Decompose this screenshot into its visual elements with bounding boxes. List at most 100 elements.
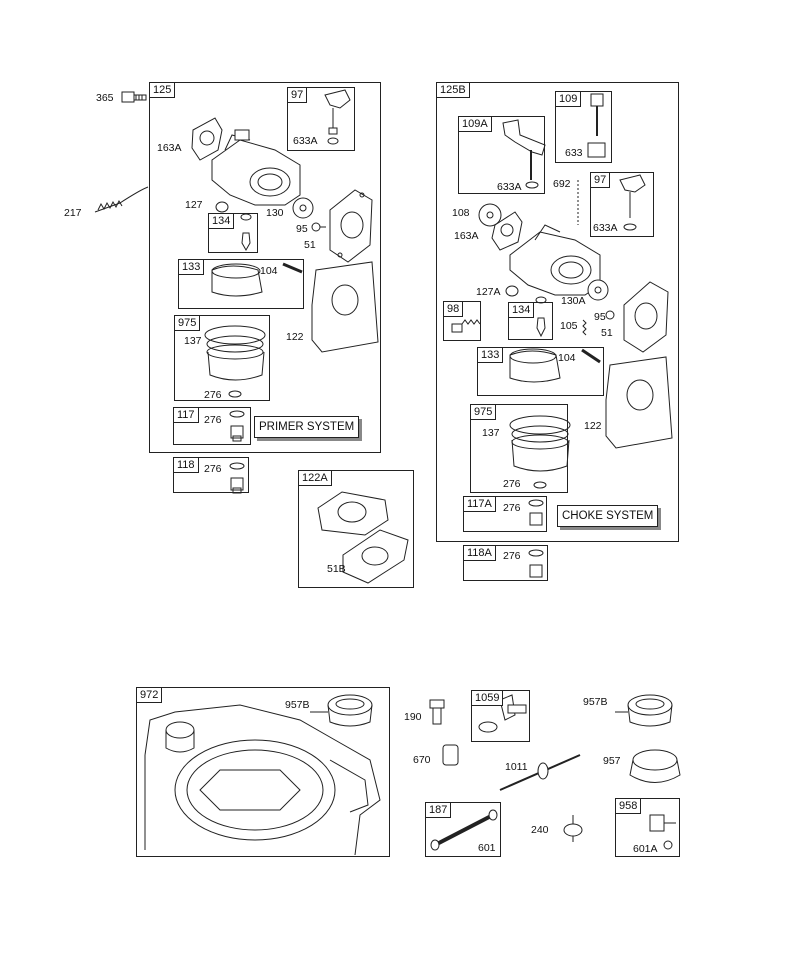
- callout-122: 122: [286, 331, 304, 343]
- disc-130A-part: [587, 279, 609, 301]
- callout-163A: 163A: [157, 142, 182, 154]
- filter-240-part: [563, 815, 583, 842]
- ref-tag-109A: 109A: [458, 116, 492, 132]
- callout-957B-b: 957B: [583, 696, 608, 708]
- ref-tag-125B: 125B: [436, 82, 470, 98]
- callout-163A-b: 163A: [454, 230, 479, 242]
- ref-tag-118A: 118A: [463, 545, 496, 561]
- pin-104-part-b: [581, 348, 601, 364]
- gasket-51B-part: [342, 529, 409, 584]
- choke-lever-97-part: [324, 89, 351, 145]
- ref-tag-117: 117: [173, 407, 199, 423]
- fuel-cap-957B-part-b: [615, 694, 673, 727]
- primer-assembly-box: [149, 82, 381, 453]
- callout-1011: 1011: [505, 761, 528, 773]
- screw-190-part: [429, 699, 445, 725]
- callout-51-b: 51: [601, 327, 613, 339]
- callout-137: 137: [184, 335, 202, 347]
- callout-601A: 601A: [633, 843, 658, 855]
- ref-tag-98: 98: [443, 301, 464, 317]
- callout-276-117A: 276: [503, 502, 521, 514]
- oring-127A-part: [505, 285, 519, 297]
- callout-633: 633: [565, 147, 583, 159]
- fuel-tank-972-part: [144, 704, 381, 856]
- ref-tag-109: 109: [555, 91, 582, 107]
- gasket-163A-part: [191, 117, 223, 161]
- screw-98-part: [451, 319, 481, 333]
- part-117-box: [173, 407, 251, 445]
- callout-105: 105: [560, 320, 578, 332]
- gasket-51-part: [329, 189, 373, 263]
- callout-692: 692: [553, 178, 571, 190]
- fuel-pipe-187-part: [430, 809, 498, 851]
- primer-system-label: PRIMER SYSTEM: [254, 416, 360, 438]
- ref-tag-97b: 97: [590, 172, 611, 188]
- bolt-1059-part: [478, 694, 527, 733]
- callout-108: 108: [452, 207, 470, 219]
- heat-shield-122-part-b: [605, 356, 673, 449]
- lever-109-part: [587, 93, 606, 158]
- callout-276-118: 276: [204, 463, 222, 475]
- ref-tag-97: 97: [287, 87, 308, 103]
- callout-633A: 633A: [293, 135, 318, 147]
- part-118A-box: [463, 545, 548, 581]
- part-97-box: [287, 87, 355, 151]
- ref-tag-134: 134: [208, 213, 235, 229]
- part-975b-box: [470, 404, 568, 493]
- disc-130-part: [292, 197, 314, 219]
- callout-122-b: 122: [584, 420, 602, 432]
- callout-51B: 51B: [327, 563, 346, 575]
- callout-137-b: 137: [482, 427, 500, 439]
- part-187-box: [425, 802, 501, 857]
- callout-957B: 957B: [285, 699, 310, 711]
- screw-95-part-b: [605, 310, 615, 320]
- fuel-cap-957B-part: [310, 694, 373, 727]
- part-133b-box: [477, 347, 604, 396]
- part-972-box: [136, 687, 390, 857]
- callout-95: 95: [296, 223, 308, 235]
- callout-190: 190: [404, 711, 422, 723]
- callout-130A: 130A: [561, 295, 586, 307]
- needle-134-part: [240, 213, 252, 252]
- spacer-122A-part: [317, 491, 389, 536]
- callout-217: 217: [64, 207, 82, 219]
- part-133-box: [178, 259, 304, 309]
- ref-tag-133b: 133: [477, 347, 504, 363]
- heat-shield-122-part: [311, 261, 379, 353]
- part-975-box: [174, 315, 270, 401]
- callout-276: 276: [204, 389, 222, 401]
- gasket-163A-part-b: [491, 211, 523, 251]
- carburetor-choke-part: [509, 224, 601, 296]
- bushing-670-part: [442, 744, 459, 766]
- screw-365-part: [121, 91, 147, 103]
- pin-104-part: [282, 262, 303, 274]
- float-bowl-133-part-b: [509, 348, 561, 383]
- callout-957: 957: [603, 755, 621, 767]
- callout-276-b: 276: [503, 478, 521, 490]
- callout-670: 670: [413, 754, 431, 766]
- ref-tag-118: 118: [173, 457, 199, 473]
- callout-276-117: 276: [204, 414, 222, 426]
- ref-tag-958: 958: [615, 798, 642, 814]
- screw-118A-part: [528, 549, 544, 578]
- gasket-51-part-b: [623, 281, 669, 353]
- part-109-box: [555, 91, 612, 163]
- fuel-cap-957-part: [629, 749, 681, 783]
- screw-118-part: [229, 462, 245, 494]
- valve-958-part: [649, 814, 676, 850]
- screw-117-part: [229, 410, 245, 442]
- ref-tag-1059: 1059: [471, 690, 504, 706]
- ref-tag-972: 972: [136, 687, 163, 703]
- ref-tag-133: 133: [178, 259, 205, 275]
- callout-276-118A: 276: [503, 550, 521, 562]
- callout-104: 104: [260, 265, 278, 277]
- callout-240: 240: [531, 824, 549, 836]
- callout-95-b: 95: [594, 311, 606, 323]
- part-97b-box: [590, 172, 654, 237]
- bowl-975-part-b: [509, 415, 571, 489]
- ref-tag-117A: 117A: [463, 496, 496, 512]
- spring-105-part: [582, 319, 587, 336]
- needle-134-part-b: [535, 296, 547, 338]
- oring-127-part: [215, 201, 229, 213]
- choke-system-label: CHOKE SYSTEM: [557, 505, 659, 527]
